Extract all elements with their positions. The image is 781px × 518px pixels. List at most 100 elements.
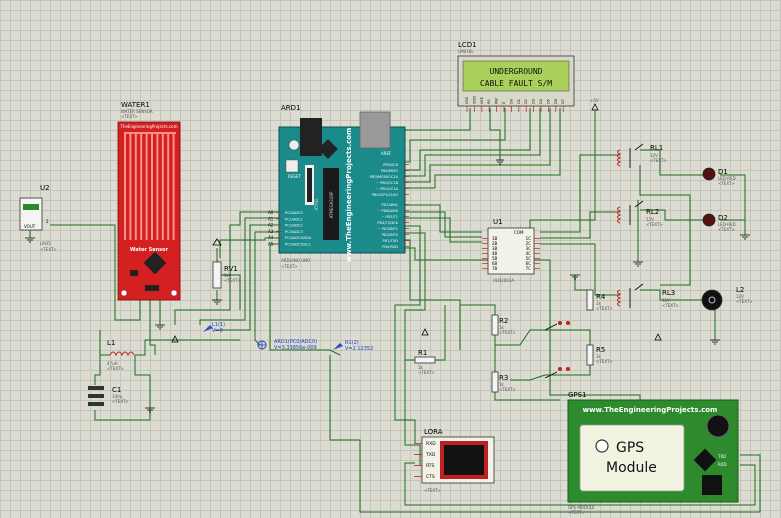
temperature-sensor[interactable]: U2 VOUT 2 LM35 <TEXT> [19, 184, 57, 252]
wire[interactable] [400, 232, 426, 465]
relay-rl1[interactable]: RL1 12V <TEXT> [617, 143, 667, 168]
ard-pin-left: A1 [268, 216, 274, 221]
relay-rl2[interactable]: RL2 12V <TEXT> [617, 200, 663, 227]
c1-ref: C1 [112, 386, 121, 394]
led-d2[interactable]: D2 LED-RED <TEXT> [702, 213, 736, 232]
wire[interactable] [329, 355, 761, 513]
ard-pin-name: PB4/MISO [381, 169, 398, 173]
switch-icon[interactable] [544, 321, 570, 331]
wire[interactable] [529, 110, 596, 228]
ground-icon [25, 237, 35, 243]
u1-input-pin: 7B [492, 266, 498, 271]
wire[interactable] [495, 329, 591, 346]
lcd-line-1: UNDERGROUND [490, 67, 543, 76]
wire[interactable] [435, 305, 446, 361]
wire[interactable] [640, 289, 705, 301]
u2-pin: 2 [46, 219, 49, 224]
wire[interactable] [540, 211, 620, 239]
wire[interactable] [400, 239, 461, 350]
wire[interactable] [460, 304, 496, 315]
r2-text: <TEXT> [499, 330, 516, 335]
wire[interactable] [400, 108, 506, 163]
wire[interactable] [400, 108, 531, 171]
wire[interactable] [174, 211, 280, 325]
d1-ref: D1 [718, 168, 728, 176]
voltage-probe[interactable]: R1(2) V=2.12352 [333, 340, 373, 352]
ard-reset: RESET [288, 174, 301, 179]
u2-ref: U2 [40, 184, 50, 192]
wire[interactable] [400, 211, 482, 238]
probe-icon [203, 325, 213, 332]
potentiometer[interactable]: RV1 1k <TEXT> [212, 238, 241, 289]
voltage-probe[interactable]: L1(1) V=0 [203, 322, 225, 334]
wire[interactable] [540, 243, 620, 296]
power-jack-icon [300, 118, 322, 156]
wire[interactable] [400, 108, 471, 131]
ard-pin-name: PD7/AIN1 [382, 203, 398, 207]
wire[interactable] [400, 217, 482, 243]
wire[interactable] [199, 217, 280, 325]
wire[interactable] [540, 154, 620, 233]
wire[interactable] [94, 355, 101, 385]
battery-icon [706, 414, 730, 438]
gps-text: <TEXT> [568, 510, 585, 515]
wire[interactable] [149, 300, 156, 355]
wire[interactable] [254, 231, 280, 346]
power-arrow-icon [654, 333, 662, 341]
led-d1[interactable]: D1 LED-RED <TEXT> [702, 167, 736, 186]
wire[interactable] [489, 108, 501, 160]
wire[interactable] [404, 462, 756, 506]
lcd-display[interactable]: LCD1 LM016L UNDERGROUND CABLE FAULT S/M … [457, 41, 575, 112]
rl2-text: <TEXT> [646, 222, 663, 227]
lamp-l2[interactable]: L2 12V <TEXT> [701, 286, 753, 311]
wire[interactable] [394, 225, 421, 443]
resistor-r1[interactable]: R1 1k <TEXT> [414, 349, 436, 375]
wire[interactable] [510, 365, 591, 381]
u2-text: <TEXT> [40, 247, 57, 252]
relay-rl3[interactable]: RL3 12V <TEXT> [617, 283, 679, 308]
water-sensor[interactable]: WATER1 WATER SENSOR <TEXT> TheEngineerin… [117, 101, 181, 301]
r3-ref: R3 [499, 374, 508, 382]
wire[interactable] [215, 224, 280, 331]
u2-vout: VOUT [24, 224, 36, 229]
capacitor-c1[interactable]: C1 100u <TEXT> [88, 386, 129, 406]
ard-pin-name: PC2/ADC2 [285, 224, 303, 228]
resistor-r2[interactable]: R2 1k <TEXT> [491, 314, 516, 336]
arduino-board[interactable]: ARD1 ATMEGA328P ATMEL www.TheEngineering… [268, 104, 409, 269]
u1-input-pin: 2B [492, 241, 498, 246]
lcd-pin-label: RW [495, 98, 499, 104]
c1-val: 100u [112, 394, 123, 399]
wire[interactable] [269, 243, 341, 356]
wire[interactable] [400, 108, 551, 183]
wire[interactable] [219, 237, 280, 258]
l2-val: 12V [736, 294, 744, 299]
l2-ref: L2 [736, 286, 744, 294]
d2-part: LED-RED [718, 222, 736, 227]
wire[interactable] [135, 339, 240, 356]
gps-module[interactable]: GPS1 www.TheEngineeringProjects.com GPS … [567, 391, 739, 515]
resistor-r5[interactable]: R5 1k <TEXT> [586, 344, 613, 366]
wire[interactable] [400, 108, 541, 177]
r5-val: 1k [596, 354, 602, 359]
wire[interactable] [50, 224, 141, 321]
resistor-r3[interactable]: R3 1k <TEXT> [491, 371, 516, 393]
l2-text: <TEXT> [736, 299, 753, 304]
inductor-l1[interactable]: L1 47uH <TEXT> [107, 339, 135, 371]
switch-icon[interactable] [544, 367, 570, 379]
ard-pin-name: PC4/ADC4/SDA [285, 236, 312, 240]
ard-atmega: ATMEGA328P [329, 191, 334, 218]
wire[interactable] [494, 392, 560, 401]
probe3-a: R1(2) [345, 340, 359, 346]
wire[interactable] [640, 209, 712, 221]
wire[interactable] [639, 165, 691, 286]
probe1-b: V=0 [212, 328, 223, 334]
ground-icon [633, 261, 643, 267]
voltage-probe[interactable]: ARD1(PC0/ADC0) V=3.33856e-009 [257, 339, 317, 351]
resistor-r4[interactable]: R4 1k <TEXT> [586, 289, 613, 311]
gps-ring-icon [595, 439, 609, 453]
wire[interactable] [720, 174, 746, 235]
wire[interactable] [400, 108, 561, 189]
